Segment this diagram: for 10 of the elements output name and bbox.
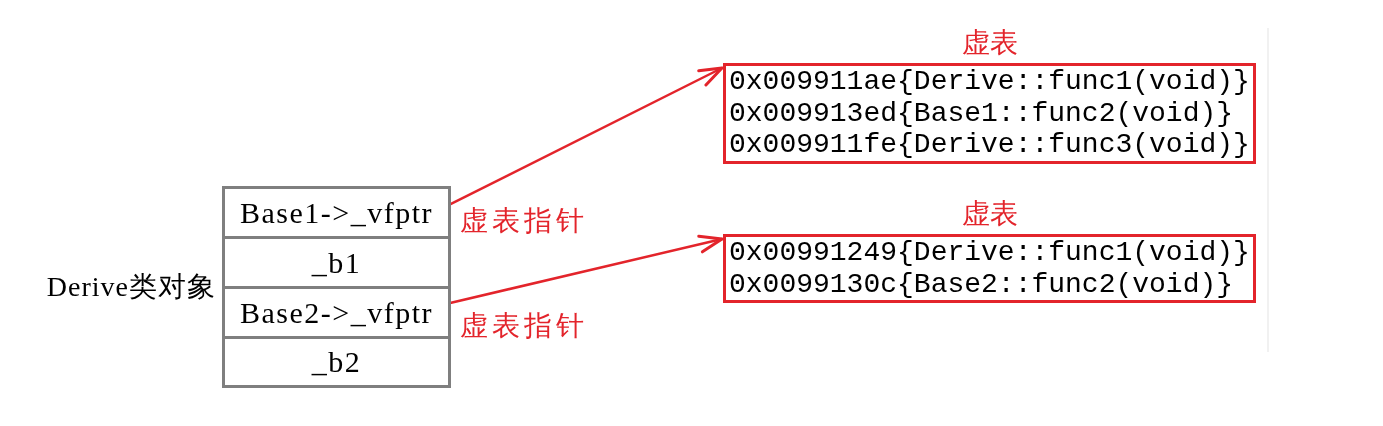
table-heading: 虚表 <box>961 26 1018 60</box>
object-heading: Derive类对象 <box>46 270 216 304</box>
pointer-label: 虚表指针 <box>460 310 588 342</box>
vtable-entry: 0x009913ed{Base1::func2(void)} <box>729 97 1234 129</box>
vtable-entry: 0x009911fe{Derive::func3(void)} <box>729 129 1250 161</box>
vtable-entry: 0x00991249{Derive::func1(void)} <box>729 237 1250 269</box>
pointer-label: 虚表指针 <box>460 205 588 237</box>
vtable-entry: 0x009911ae{Derive::func1(void)} <box>729 66 1250 98</box>
table-heading: 虚表 <box>961 197 1018 231</box>
vtable-entry: 0x0099130c{Base2::func2(void)} <box>729 268 1234 300</box>
